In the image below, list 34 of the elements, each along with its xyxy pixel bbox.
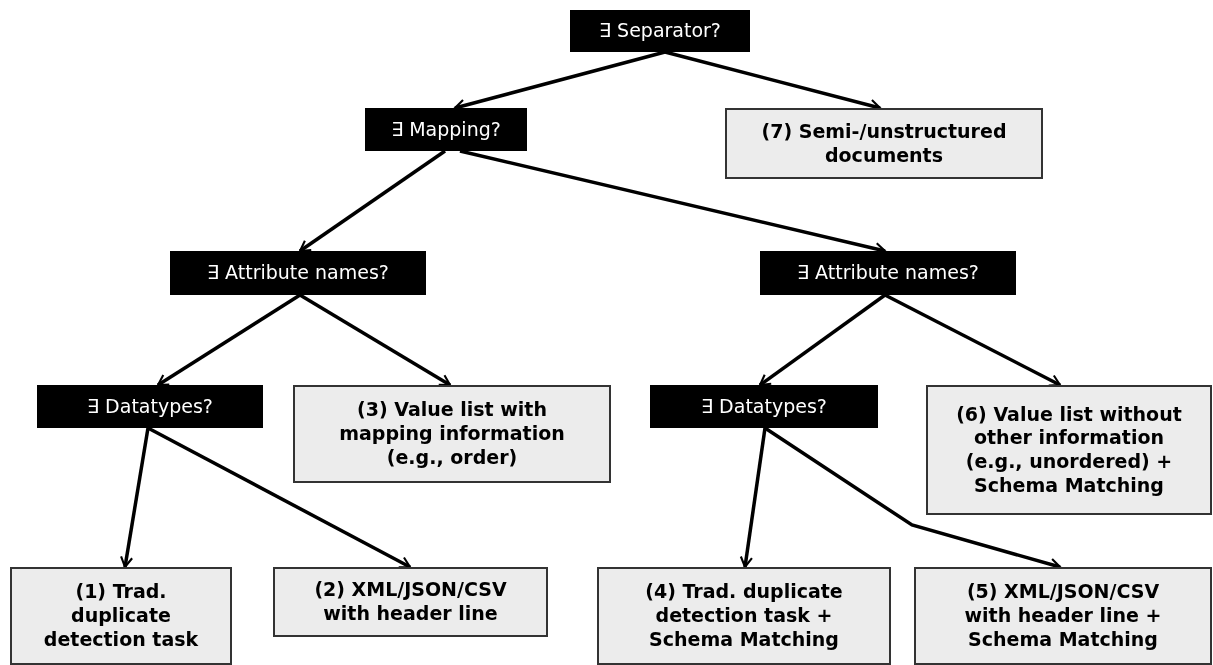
arrow (739, 427, 767, 569)
arrow (299, 293, 452, 387)
arrow (120, 427, 150, 569)
node-text: (2) XML/JSON/CSV with header line (313, 578, 508, 626)
node-text: (4) Trad. duplicate detection task + Schema Matching (644, 580, 844, 652)
arrow (156, 293, 301, 387)
result-box (293, 385, 611, 483)
arrow (147, 426, 412, 569)
decision-box (570, 10, 750, 52)
result-box (926, 385, 1212, 515)
node-text: ∃ Separator? (599, 19, 721, 43)
node-text: (3) Value list with mapping information (e.g., order) (338, 398, 566, 470)
result-box (273, 567, 548, 637)
decision-box (365, 108, 527, 151)
node-text: ∃ Mapping? (391, 117, 501, 142)
result-box (597, 567, 891, 665)
decision-box (760, 251, 1016, 295)
node-text: (7) Semi-/unstructured documents (760, 119, 1008, 168)
arrow (758, 293, 887, 387)
node-text: ∃ Datatypes? (701, 394, 827, 419)
result-box (914, 567, 1212, 665)
node-text: (6) Value list without other information (e.g., unordered) + Schema Matching (955, 402, 1183, 498)
node-text: (5) XML/JSON/CSV with header line + Schema Matching (963, 580, 1163, 652)
decision-box (37, 385, 263, 428)
result-box (10, 567, 232, 665)
arrow (298, 149, 446, 253)
decision-box (170, 251, 426, 295)
node-text: ∃ Datatypes? (87, 394, 213, 419)
result-box (725, 108, 1043, 179)
node-text: ∃ Attribute names? (797, 261, 979, 285)
arrow (884, 293, 1062, 387)
node-text: (1) Trad. duplicate detection task (42, 580, 200, 652)
node-text: ∃ Attribute names? (207, 261, 389, 285)
decision-box (650, 385, 878, 428)
